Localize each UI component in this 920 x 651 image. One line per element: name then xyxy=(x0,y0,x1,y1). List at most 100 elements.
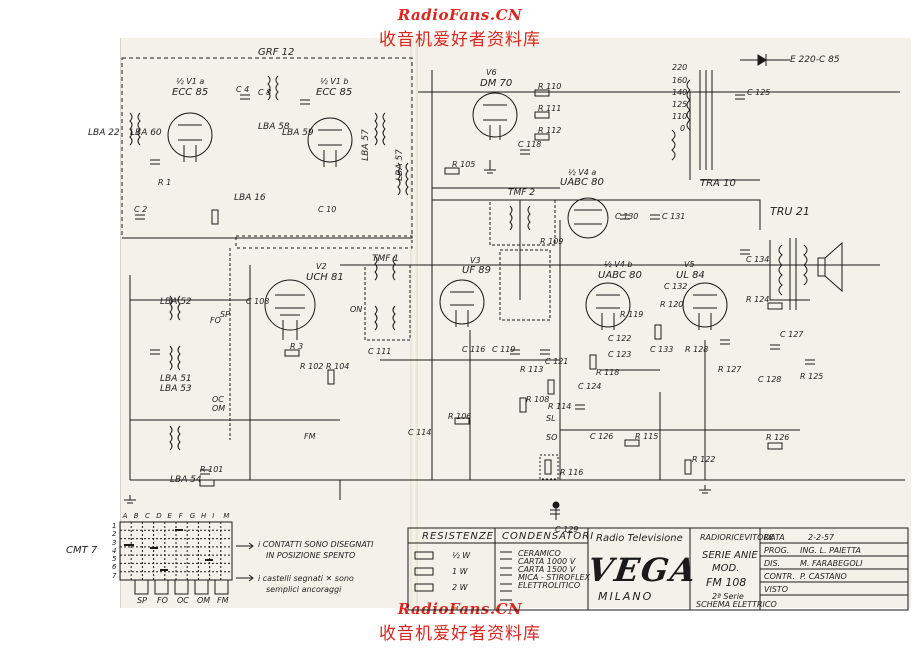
tb-key: PROG. xyxy=(764,546,790,555)
part-label: C 4 xyxy=(236,85,250,94)
mains-tap: 220 xyxy=(672,63,688,72)
doc-type: SCHEMA ELETTRICO xyxy=(696,600,777,609)
switch-label: OC xyxy=(212,395,224,404)
coil-label: LBA 16 xyxy=(234,193,266,203)
part-label: C 126 xyxy=(590,432,614,441)
condensatori-row: CERAMICO xyxy=(518,549,561,558)
model-label: MOD. xyxy=(712,563,740,574)
cmt7-key: FO xyxy=(157,596,168,605)
cmt7-column-label: I xyxy=(212,512,215,520)
part-label: R 102 xyxy=(300,362,324,371)
part-label: C 8 xyxy=(258,88,272,97)
tb-value: P. CASTANO xyxy=(800,572,847,581)
tube-v4a-frac: ½ V4 a xyxy=(568,168,597,177)
part-label: C 128 xyxy=(758,375,782,384)
coil-label: LBA 58 xyxy=(258,122,290,132)
switch-label: SL xyxy=(546,414,556,423)
tube-v2-frac: V2 xyxy=(316,262,327,271)
cmt7-row-label: 6 xyxy=(112,563,117,572)
cmt7-key: FM xyxy=(217,596,229,605)
coil-label: LBA 53 xyxy=(160,384,192,394)
cmt7-row-label: 1 xyxy=(112,522,117,530)
mains-tap: 110 xyxy=(672,112,688,121)
cmt7-column-label: B xyxy=(133,512,139,520)
legend-contacts-1: i CONTATTI SONO DISEGNATI xyxy=(258,540,374,549)
tb-value: M. FARABEGOLI xyxy=(800,559,863,568)
mains-tap: 0 xyxy=(680,124,686,133)
part-label: R 114 xyxy=(548,402,572,411)
model-name: FM 108 xyxy=(706,576,747,589)
watermark-bottom: RadioFans.CN 收音机爱好者资料库 xyxy=(0,600,920,644)
part-label: C 114 xyxy=(408,428,432,437)
tmf2-label: TMF 2 xyxy=(508,188,536,198)
resistenze-row: 2 W xyxy=(452,583,468,592)
switch-label: ON xyxy=(350,305,363,314)
tru21-label: TRU 21 xyxy=(770,205,810,218)
part-label: R 106 xyxy=(448,412,472,421)
part-label: R 128 xyxy=(685,345,709,354)
cmt7-row-label: 5 xyxy=(112,555,117,564)
tube-v5-frac: V5 xyxy=(684,260,695,269)
part-label: R 119 xyxy=(620,310,644,319)
switch-label: SP xyxy=(220,310,230,319)
part-label: R 109 xyxy=(540,237,564,246)
part-label: R 111 xyxy=(538,104,562,113)
mains-tap: 140 xyxy=(672,88,688,97)
tube-v4b-frac: ½ V4 b xyxy=(604,260,633,269)
cmt7-column-label: M xyxy=(223,512,230,520)
edition: 2ª Serie xyxy=(712,592,744,601)
tube-v3-frac: V3 xyxy=(470,256,481,265)
series: SERIE ANIE xyxy=(702,550,758,561)
part-label: C 123 xyxy=(608,350,632,359)
cmt7-column-label: C xyxy=(145,512,150,520)
legend-bridged-2: semplici ancoraggi xyxy=(266,585,342,594)
condensatori-row: ELETTROLITICO xyxy=(518,581,581,590)
part-label: R 127 xyxy=(718,365,742,374)
tube-v4b-name: UABC 80 xyxy=(598,270,642,281)
part-label: C 122 xyxy=(608,334,632,343)
cmt7-label: CMT 7 xyxy=(66,545,98,556)
part-label: R 126 xyxy=(766,433,790,442)
part-label: R 105 xyxy=(452,160,476,169)
part-label: C 133 xyxy=(650,345,674,354)
brand-logo: VEGA xyxy=(585,551,701,589)
part-label: C 111 xyxy=(368,347,392,356)
tb-value: 2-2-57 xyxy=(808,533,835,542)
part-label: C 2 xyxy=(134,205,148,214)
condensatori-row: CARTA 1500 V xyxy=(518,565,576,574)
tb-value: ING. L. PAIETTA xyxy=(800,546,861,555)
switch-label: OM xyxy=(212,404,226,413)
part-label: C 124 xyxy=(578,382,602,391)
resistenze-row: ½ W xyxy=(452,551,471,560)
resistenze-row: 1 W xyxy=(452,567,468,576)
coil-label: LBA 57 xyxy=(394,149,405,181)
resistenze-title: RESISTENZE xyxy=(422,531,494,542)
part-label: R 108 xyxy=(526,395,550,404)
coil-label: LBA 54 xyxy=(170,475,202,485)
part-label: C 125 xyxy=(747,88,771,97)
watermark-site: RadioFans.CN xyxy=(397,600,523,618)
part-label: R 115 xyxy=(635,432,659,441)
tube-v1b-name: ECC 85 xyxy=(316,87,353,98)
part-label: C 116 xyxy=(462,345,486,354)
part-label: R 3 xyxy=(290,342,304,351)
tube-v2-name: UCH 81 xyxy=(306,272,344,283)
part-label: R 118 xyxy=(596,368,620,377)
grf12-frame xyxy=(121,57,413,239)
part-label: R 122 xyxy=(692,455,716,464)
tube-v5-name: UL 84 xyxy=(676,270,705,281)
part-label: C 10 xyxy=(318,205,337,214)
mains-tap: 160 xyxy=(672,76,688,85)
coil-label: LBA 60 xyxy=(130,128,162,138)
part-label: C 134 xyxy=(746,255,770,264)
part-label: R 1 xyxy=(158,178,172,187)
watermark-cn: 收音机爱好者资料库 xyxy=(379,30,541,50)
part-label: R 112 xyxy=(538,126,562,135)
tube-v1a-frac: ½ V1 a xyxy=(176,77,205,86)
tb-key: DIS. xyxy=(764,559,781,568)
tube-v1a-name: ECC 85 xyxy=(172,87,209,98)
cmt7-column-label: A xyxy=(122,512,128,520)
cmt7-row-label: 2 xyxy=(112,530,117,539)
part-label: R 110 xyxy=(538,82,562,91)
